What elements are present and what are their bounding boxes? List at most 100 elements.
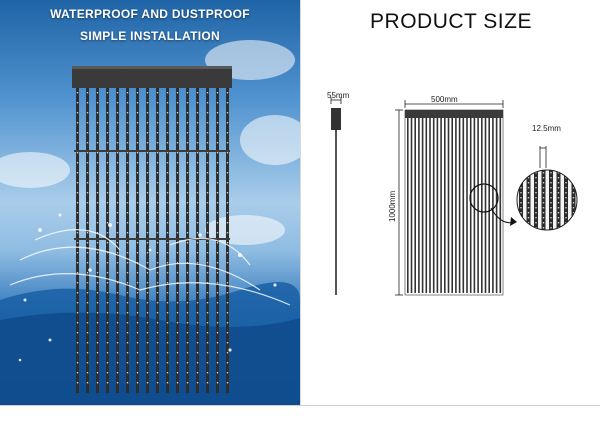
led-dot — [196, 332, 199, 334]
led-dot — [86, 182, 89, 184]
led-dot — [126, 252, 129, 254]
led-dot — [136, 242, 139, 244]
led-dot — [96, 92, 99, 94]
zoomed-led-dot — [550, 207, 552, 209]
led-dot — [156, 212, 159, 214]
led-dot — [186, 152, 189, 154]
led-dot — [116, 352, 119, 354]
led-dot — [76, 222, 79, 224]
led-dot — [156, 122, 159, 124]
panel-strip — [466, 118, 468, 293]
led-dot — [76, 362, 79, 364]
led-dot — [76, 282, 79, 284]
led-dot — [226, 362, 229, 364]
led-dot — [156, 322, 159, 324]
led-dot — [196, 252, 199, 254]
led-dot — [226, 252, 229, 254]
led-dot — [226, 242, 229, 244]
led-dot — [176, 112, 179, 114]
led-dot — [106, 242, 109, 244]
led-dot — [106, 132, 109, 134]
led-dot — [166, 272, 169, 274]
led-dot — [196, 162, 199, 164]
led-dot — [196, 132, 199, 134]
led-dot — [136, 172, 139, 174]
led-dot — [76, 142, 79, 144]
led-dot — [166, 232, 169, 234]
led-dot — [206, 372, 209, 374]
led-dot — [176, 292, 179, 294]
zoomed-led-dot — [535, 217, 537, 219]
led-dot — [226, 152, 229, 154]
led-dot — [176, 172, 179, 174]
led-dot — [96, 252, 99, 254]
led-dot — [126, 162, 129, 164]
zoomed-led-dot — [550, 222, 552, 224]
led-dot — [206, 152, 209, 154]
led-dot — [126, 92, 129, 94]
led-dot — [156, 312, 159, 314]
led-dot — [96, 282, 99, 284]
led-dot — [106, 112, 109, 114]
panel-strip — [447, 118, 450, 293]
zoomed-led-dot — [565, 197, 567, 199]
led-dot — [76, 122, 79, 124]
led-dot — [186, 302, 189, 304]
led-dot — [146, 372, 149, 374]
led-dot — [156, 162, 159, 164]
led-dot — [96, 122, 99, 124]
led-dot — [216, 182, 219, 184]
led-dot — [206, 182, 209, 184]
zoomed-led-dot — [520, 212, 522, 214]
zoomed-led-dot — [565, 207, 567, 209]
zoomed-led-dot — [542, 177, 545, 179]
led-dot — [186, 382, 189, 384]
led-dot — [76, 322, 79, 324]
zoomed-led-dot — [527, 207, 530, 209]
led-dot — [76, 302, 79, 304]
led-dot — [206, 102, 209, 104]
led-dot — [196, 122, 199, 124]
zoomed-led-dot — [572, 182, 575, 184]
led-dot — [76, 232, 79, 234]
led-dot — [176, 332, 179, 334]
led-dot — [106, 372, 109, 374]
led-dot — [146, 292, 149, 294]
led-dot — [216, 192, 219, 194]
led-dot — [106, 202, 109, 204]
panel-strip — [429, 118, 431, 293]
led-dot — [126, 362, 129, 364]
led-dot — [206, 312, 209, 314]
led-dot — [126, 342, 129, 344]
led-dot — [86, 112, 89, 114]
led-dot — [156, 272, 159, 274]
led-dot — [76, 192, 79, 194]
led-dot — [206, 202, 209, 204]
led-dot — [116, 102, 119, 104]
zoomed-led-dot — [542, 202, 545, 204]
zoomed-strip — [549, 170, 553, 230]
led-dot — [176, 352, 179, 354]
led-dot — [96, 182, 99, 184]
led-dot — [116, 382, 119, 384]
led-dot — [226, 382, 229, 384]
led-dot — [96, 362, 99, 364]
led-dot — [126, 372, 129, 374]
zoomed-led-dot — [535, 172, 537, 174]
led-dot — [126, 112, 129, 114]
led-dot — [86, 312, 89, 314]
led-dot — [216, 172, 219, 174]
led-dot — [126, 182, 129, 184]
led-dot — [96, 232, 99, 234]
led-dot — [86, 362, 89, 364]
led-dot — [206, 92, 209, 94]
led-dot — [146, 152, 149, 154]
zoomed-led-dot — [527, 197, 530, 199]
led-dot — [216, 382, 219, 384]
led-dot — [176, 372, 179, 374]
zoomed-led-dot — [557, 182, 560, 184]
led-dot — [226, 342, 229, 344]
led-dot — [176, 272, 179, 274]
zoomed-led-dot — [535, 192, 537, 194]
led-dot — [136, 372, 139, 374]
